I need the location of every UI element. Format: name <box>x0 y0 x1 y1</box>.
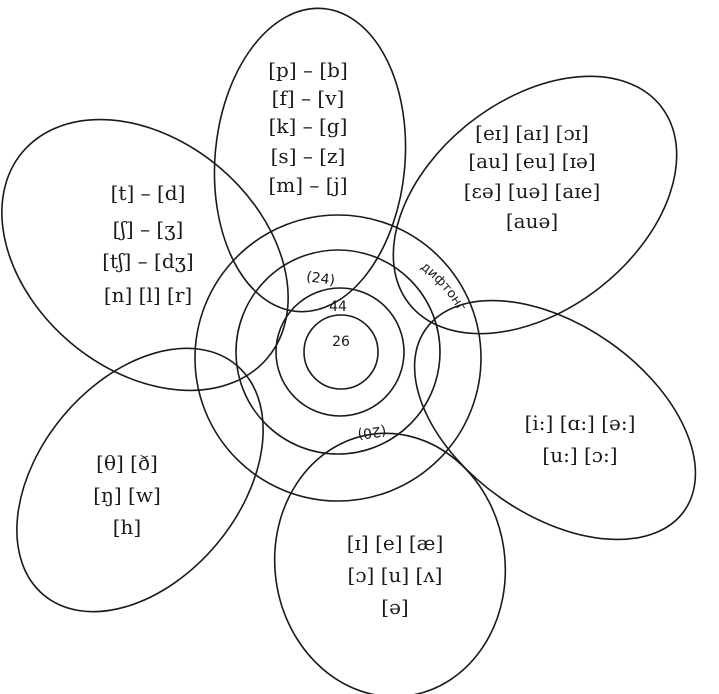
petal-bottom <box>273 432 507 694</box>
middle-count-label: 44 <box>329 299 347 315</box>
top-petal-line: [k] – [g] <box>269 114 348 138</box>
petal-lower-left <box>16 347 264 613</box>
lower-left-petal-line: [ŋ] [w] <box>93 483 161 507</box>
lower-left-petal-phonemes: [θ] [ð] [ŋ] [w] [h] <box>93 451 161 539</box>
top-petal-line: [m] – [j] <box>268 173 347 197</box>
lower-right-petal-phonemes: [i:] [ɑ:] [ə:] [u:] [ɔ:] <box>525 411 636 467</box>
petal-top <box>213 7 407 313</box>
top-petal-phonemes: [p] – [b] [f] – [v] [k] – [g] [s] – [z] … <box>268 58 348 197</box>
upper-right-petal-line: [ɛə] [uə] [aɪe] <box>464 179 601 203</box>
upper-left-petal-line: [tʃ] – [dʒ] <box>102 249 193 273</box>
lower-left-petal-line: [θ] [ð] <box>96 451 158 475</box>
upper-right-petal-line: [eɪ] [aɪ] [ɔɪ] <box>475 121 589 145</box>
bottom-petal-line: [ə] <box>381 595 408 619</box>
top-petal-line: [s] – [z] <box>271 144 346 168</box>
lower-right-petal-line: [i:] [ɑ:] [ə:] <box>525 411 636 435</box>
upper-left-petal-phonemes: [t] – [d] [ʃ] – [ʒ] [tʃ] – [dʒ] [n] [l] … <box>102 181 193 307</box>
top-petal-line: [p] – [b] <box>268 58 348 82</box>
upper-left-petal-line: [t] – [d] <box>111 181 186 205</box>
upper-left-petal-line: [n] [l] [r] <box>104 283 192 307</box>
third-ring <box>275 287 405 417</box>
top-petal-line: [f] – [v] <box>272 86 345 110</box>
lower-count-label: (20) <box>357 422 388 442</box>
petal-upper-right <box>392 75 678 335</box>
second-ring <box>235 249 441 455</box>
upper-right-petal-line: [au] [eu] [ɪə] <box>468 149 595 173</box>
upper-right-petal-line: [auə] <box>506 209 558 233</box>
bottom-petal-line: [ɪ] [e] [æ] <box>347 531 444 555</box>
bottom-petal-phonemes: [ɪ] [e] [æ] [ɔ] [u] [ʌ] [ə] <box>347 531 444 619</box>
bottom-petal-line: [ɔ] [u] [ʌ] <box>348 563 443 587</box>
center-circle <box>303 314 379 390</box>
petal-upper-left <box>1 118 289 392</box>
outer-ring <box>194 214 482 502</box>
lower-left-petal-line: [h] <box>113 515 142 539</box>
upper-count-label: (24) <box>305 269 336 289</box>
upper-right-petal-phonemes: [eɪ] [aɪ] [ɔɪ] [au] [eu] [ɪə] [ɛə] [uə] … <box>464 121 601 233</box>
center-count-label: 26 <box>332 334 350 350</box>
lower-right-petal-line: [u:] [ɔ:] <box>542 443 617 467</box>
petal-lower-right <box>413 299 697 541</box>
upper-left-petal-line: [ʃ] – [ʒ] <box>113 217 184 241</box>
